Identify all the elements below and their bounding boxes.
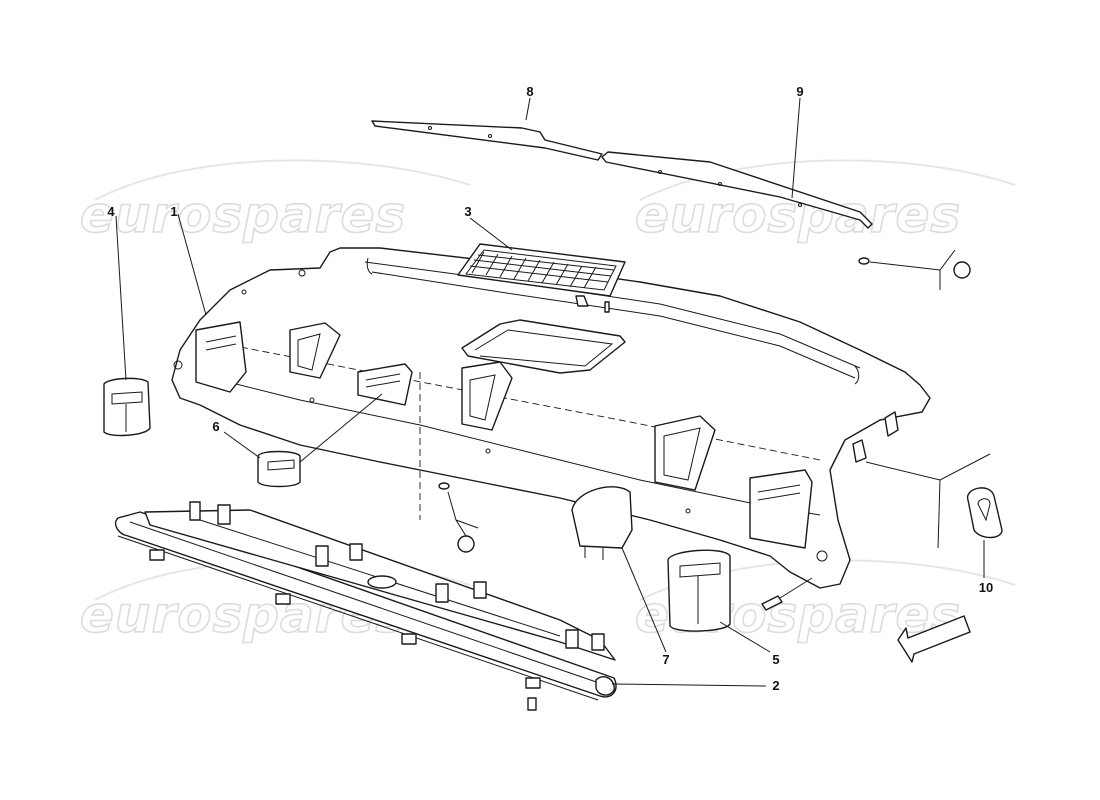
washer-small (858, 257, 870, 265)
part-5-belt-cover (667, 549, 731, 632)
part-1-rear-shelf (171, 247, 931, 589)
callout-leaders (115, 97, 991, 687)
callout-10: 10 (979, 580, 993, 595)
callout-8: 8 (526, 84, 533, 99)
part-9-right-strip (601, 151, 873, 229)
star-nut (953, 261, 971, 279)
callout-4: 4 (107, 204, 115, 219)
callout-1: 1 (170, 204, 177, 219)
callout-3: 3 (464, 204, 471, 219)
part-3-speaker-grille (457, 243, 626, 313)
part-8-left-strip (371, 120, 603, 161)
watermark-top-left: eurospares (80, 186, 406, 244)
callout-7: 7 (662, 652, 669, 667)
top-trim-strips (371, 120, 873, 229)
callout-5: 5 (772, 652, 779, 667)
part-2-lower-rail (114, 501, 617, 711)
part-7-bracket (571, 486, 633, 560)
callout-9: 9 (796, 84, 803, 99)
callout-labels: 8 9 3 1 4 6 7 5 2 10 (107, 84, 993, 693)
fasteners (438, 249, 971, 611)
front-direction-arrow-icon (897, 615, 971, 663)
callout-2: 2 (772, 678, 779, 693)
bolt (761, 595, 783, 611)
part-4-belt-cover (103, 377, 151, 437)
part-6-belt-cover (257, 450, 301, 488)
part-10-clip (967, 487, 1003, 539)
callout-6: 6 (212, 419, 219, 434)
